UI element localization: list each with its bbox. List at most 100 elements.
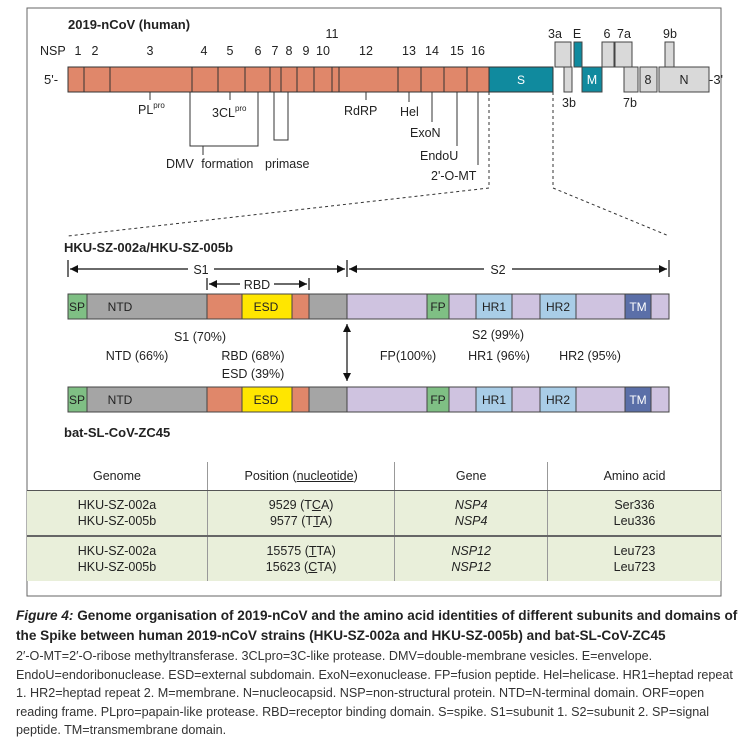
nsp-label: NSP: [40, 44, 66, 58]
primase-label: primase: [265, 157, 310, 171]
orf3a-box: [554, 41, 572, 68]
col-genome-header: Genome: [27, 462, 208, 491]
esd-domain-human: [241, 293, 293, 320]
fp-domain-human: [426, 293, 450, 320]
caption-title-text: Genome organisation of 2019-nCoV and the…: [16, 608, 738, 643]
ntd-domain-human: [86, 293, 208, 320]
tm-domain-bat: [624, 386, 652, 413]
orf8-label: 8: [645, 73, 652, 87]
orf9b-box: [664, 41, 675, 68]
orf7a-label: 7a: [617, 27, 631, 41]
table-row: HKU-SZ-005b 15623 (CTA) NSP12 Leu723: [27, 559, 721, 581]
three-prime-label: -3': [709, 72, 723, 87]
spike-bar-human-labels: SP NTD ESD FP HR1 HR2 TM: [69, 300, 647, 314]
hel-label: Hel: [400, 105, 419, 119]
nsp-number-9: 9: [303, 44, 310, 58]
dmv-formation-label: DMV formation: [166, 157, 253, 171]
spike-bar-human: [67, 293, 670, 320]
col-aa-header: Amino acid: [546, 462, 721, 491]
spike-gene-box: [488, 66, 554, 93]
five-prime-label: 5'-: [44, 72, 58, 87]
nsp-number-4: 4: [201, 44, 208, 58]
nsp-number-16: 16: [471, 44, 485, 58]
nsp-number-11: 11: [326, 27, 339, 41]
plpro-label: PLpro: [138, 101, 165, 117]
nsp-number-5: 5: [227, 44, 234, 58]
rdrp-label: RdRP: [344, 104, 377, 118]
table-row: HKU-SZ-005b 9577 (TTA) NSP4 Leu336: [27, 513, 721, 536]
orf3a-label: 3a: [548, 27, 562, 41]
spike-bar-bat-labels: SP NTD ESD FP HR1 HR2 TM: [69, 393, 647, 407]
orf7b-box: [623, 66, 639, 93]
accessory-orfs: [554, 41, 710, 93]
orf7b-label: 7b: [623, 96, 637, 110]
nsp-number-3: 3: [147, 44, 154, 58]
m-gene-label: M: [587, 73, 597, 87]
ntd-domain-bat: [86, 386, 208, 413]
s1-identity: S1 (70%): [174, 330, 226, 344]
tm-label-human: TM: [629, 300, 646, 314]
fp-domain-bat: [426, 386, 450, 413]
nsp-number-15: 15: [450, 44, 464, 58]
e-gene-box: [573, 41, 583, 68]
esd-label-bat: ESD: [254, 393, 279, 407]
hr2-identity: HR2 (95%): [559, 349, 621, 363]
nsp-number-2: 2: [92, 44, 99, 58]
s2-span-label: S2: [490, 263, 505, 277]
variant-table: Genome Position (nucleotide) Gene Amino …: [27, 462, 721, 581]
nsp-number-8: 8: [286, 44, 293, 58]
orf8-box: [639, 66, 658, 93]
endou-label: EndoU: [420, 149, 458, 163]
nsp-number-7: 7: [272, 44, 279, 58]
fp-label-bat: FP: [430, 393, 445, 407]
sp-label-bat: SP: [69, 393, 85, 407]
figure-label: Figure 4:: [16, 608, 74, 623]
e-gene-label: E: [573, 27, 581, 41]
span-arrows: [67, 260, 670, 290]
ntd-identity: NTD (66%): [106, 349, 169, 363]
figure-caption: Figure 4: Genome organisation of 2019-nC…: [16, 606, 740, 740]
exon-label: ExoN: [410, 126, 441, 140]
hr1-domain-human: [475, 293, 513, 320]
s1-span-label: S1: [193, 263, 208, 277]
omt-label: 2'-O-MT: [431, 169, 477, 183]
hr2-label-human: HR2: [546, 300, 570, 314]
nsp-number-6: 6: [255, 44, 262, 58]
n-gene-box: [658, 66, 710, 93]
identity-labels: S1 (70%) NTD (66%) RBD (68%) ESD (39%) S…: [106, 328, 621, 381]
nsp-number-12: 12: [359, 44, 373, 58]
strain-bottom-label: bat-SL-CoV-ZC45: [64, 425, 170, 440]
hr2-domain-human: [539, 293, 577, 320]
strain-top-label: HKU-SZ-002a/HKU-SZ-005b: [64, 240, 233, 255]
fp-label-human: FP: [430, 300, 445, 314]
col-position-header: Position (nucleotide): [206, 462, 395, 491]
genome-organisation-figure: 2019-nCoV (human) NSP 5'- -3' 1 2 3 4 5 …: [26, 7, 723, 597]
genome-title: 2019-nCoV (human): [68, 17, 190, 32]
orf3b-box: [563, 66, 573, 93]
nsp-bar: [67, 66, 490, 93]
ntd-label-human: NTD: [108, 300, 133, 314]
annotation-labels: PLpro 3CLpro DMV formation primase RdRP …: [138, 101, 477, 183]
annotation-lines: [149, 91, 479, 165]
hr1-label-bat: HR1: [482, 393, 506, 407]
table-row: HKU-SZ-002a 15575 (TTA) NSP12 Leu723: [27, 535, 721, 559]
caption-title: Figure 4: Genome organisation of 2019-nC…: [16, 606, 740, 646]
rbd-span-label: RBD: [244, 278, 270, 292]
orf6-label: 6: [604, 27, 611, 41]
esd-identity: ESD (39%): [222, 367, 285, 381]
fp-identity: FP(100%): [380, 349, 436, 363]
table-header-row: Genome Position (nucleotide) Gene Amino …: [27, 462, 721, 491]
hr1-identity: HR1 (96%): [468, 349, 530, 363]
esd-label-human: ESD: [254, 300, 279, 314]
col-gene-header: Gene: [394, 462, 548, 491]
spike-gene-label: S: [517, 73, 525, 87]
hr1-label-human: HR1: [482, 300, 506, 314]
s2-identity: S2 (99%): [472, 328, 524, 342]
hr1-domain-bat: [475, 386, 513, 413]
orf9b-label: 9b: [663, 27, 677, 41]
hr2-domain-bat: [539, 386, 577, 413]
tm-domain-human: [624, 293, 652, 320]
figure-frame: [26, 7, 722, 597]
m-gene-box: [581, 66, 603, 93]
nsp-number-1: 1: [75, 44, 82, 58]
